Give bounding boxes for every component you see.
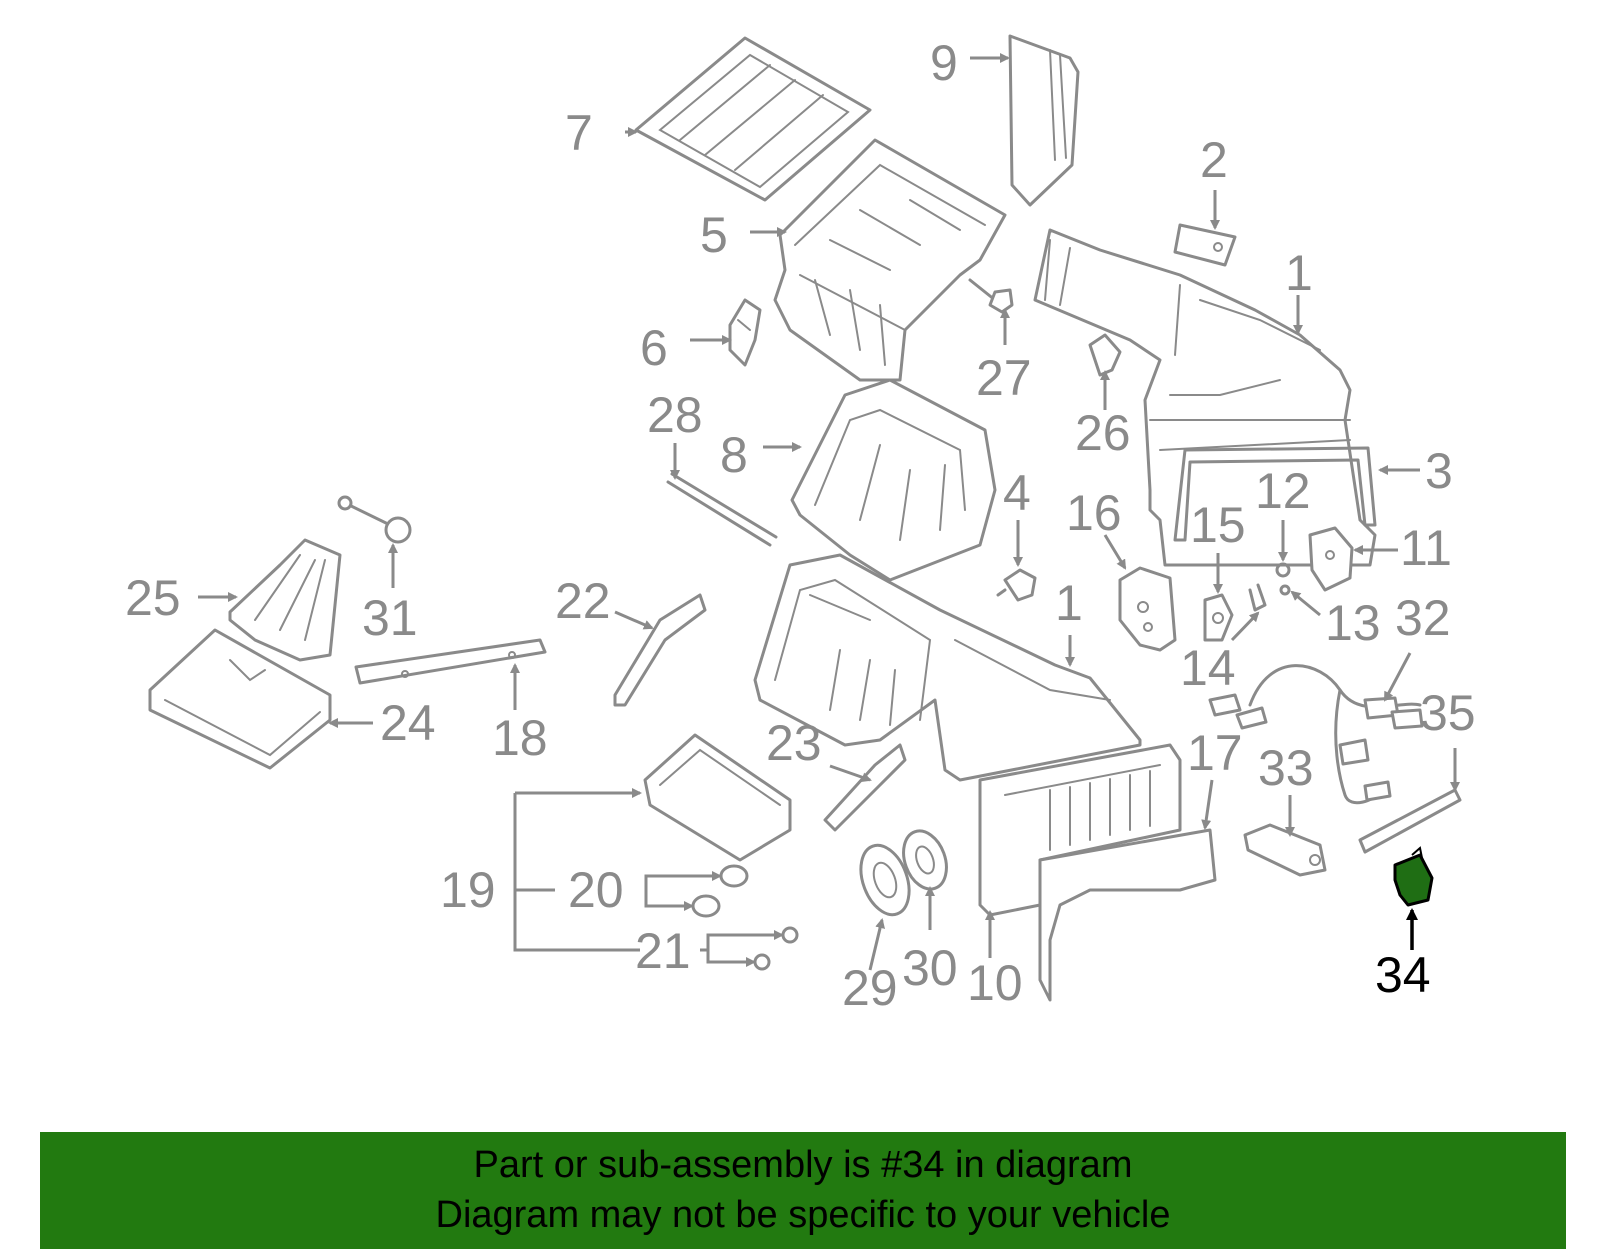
part-32-wiring-harness xyxy=(1208,664,1424,805)
part-3-seal-frame xyxy=(1173,446,1377,542)
callout-35: 35 xyxy=(1420,685,1476,741)
part-5-upper-housing xyxy=(773,138,1007,382)
part-9-panel xyxy=(1008,34,1080,207)
callout-15: 15 xyxy=(1190,497,1246,553)
callout-1-upper: 1 xyxy=(1285,245,1313,301)
part-29-disc xyxy=(859,843,911,917)
callout-4: 4 xyxy=(1003,465,1031,521)
part-14-clip xyxy=(1248,583,1267,612)
leader-lines xyxy=(198,53,1460,971)
callout-18: 18 xyxy=(492,710,548,766)
callout-31: 31 xyxy=(362,590,418,646)
callout-6: 6 xyxy=(640,320,668,376)
callout-13: 13 xyxy=(1325,595,1381,651)
callout-23: 23 xyxy=(766,715,822,771)
part-16-cover xyxy=(1118,566,1177,652)
part-19-evaporator xyxy=(643,733,792,862)
callout-8: 8 xyxy=(720,427,748,483)
banner-line-1: Part or sub-assembly is #34 in diagram xyxy=(473,1144,1133,1186)
part-23-seal xyxy=(823,743,907,832)
banner-line-2: Diagram may not be specific to your vehi… xyxy=(435,1194,1171,1236)
part-15-gasket xyxy=(1203,593,1234,642)
callout-3: 3 xyxy=(1425,443,1453,499)
callout-21: 21 xyxy=(635,923,691,979)
callout-29: 29 xyxy=(842,960,898,1016)
callout-9: 9 xyxy=(930,35,958,91)
callout-20: 20 xyxy=(568,862,624,918)
part-11-actuator xyxy=(1308,526,1354,592)
part-25-bracket xyxy=(228,538,342,662)
callout-7: 7 xyxy=(565,105,593,161)
callout-2: 2 xyxy=(1200,132,1228,188)
part-33-sensor xyxy=(1243,823,1327,877)
callout-16: 16 xyxy=(1066,485,1122,541)
callout-labels: 7 9 2 1 5 6 27 26 28 8 3 4 16 15 12 11 1… xyxy=(125,35,1476,1016)
part-35-strip xyxy=(1358,788,1462,854)
part-26-clip xyxy=(1088,333,1122,377)
part-4-sensor xyxy=(996,568,1037,602)
callout-34[interactable]: 34 xyxy=(1375,947,1431,1003)
part-18-strip xyxy=(354,638,547,685)
part-34-highlighted[interactable] xyxy=(1393,846,1434,907)
part-8-mid-housing xyxy=(790,378,997,582)
part-30-disc xyxy=(902,829,948,891)
part-12-o-ring xyxy=(1275,562,1291,578)
part-2-plate xyxy=(1173,223,1237,267)
callout-33: 33 xyxy=(1258,740,1314,796)
callout-11: 11 xyxy=(1400,520,1452,576)
part-27-screw xyxy=(968,278,1014,314)
callout-10: 10 xyxy=(967,955,1023,1011)
callout-19: 19 xyxy=(440,862,496,918)
callout-14: 14 xyxy=(1180,640,1236,696)
callout-24: 24 xyxy=(380,695,436,751)
callout-17: 17 xyxy=(1187,725,1243,781)
part-7-filter-frame xyxy=(634,36,872,202)
part-22-seal xyxy=(613,593,707,707)
callout-25: 25 xyxy=(125,570,181,626)
callout-32: 32 xyxy=(1395,590,1451,646)
part-1-upper-duct xyxy=(1033,228,1377,567)
callout-5: 5 xyxy=(700,207,728,263)
callout-22: 22 xyxy=(555,573,611,629)
callout-26: 26 xyxy=(1075,405,1131,461)
callout-30: 30 xyxy=(902,940,958,996)
part-31-bolt xyxy=(337,495,412,544)
callout-28: 28 xyxy=(647,387,703,443)
part-20-caps xyxy=(691,864,749,918)
info-banner: Part or sub-assembly is #34 in diagram D… xyxy=(40,1132,1566,1249)
callout-27: 27 xyxy=(976,350,1032,406)
part-13-ring xyxy=(1279,584,1291,596)
part-28-rod xyxy=(666,472,778,547)
part-1-lower-housing xyxy=(753,553,1142,782)
callout-12: 12 xyxy=(1255,463,1311,519)
part-17-panel xyxy=(1038,828,1217,1002)
callout-1-lower: 1 xyxy=(1055,575,1083,631)
part-6-bracket xyxy=(728,298,762,367)
